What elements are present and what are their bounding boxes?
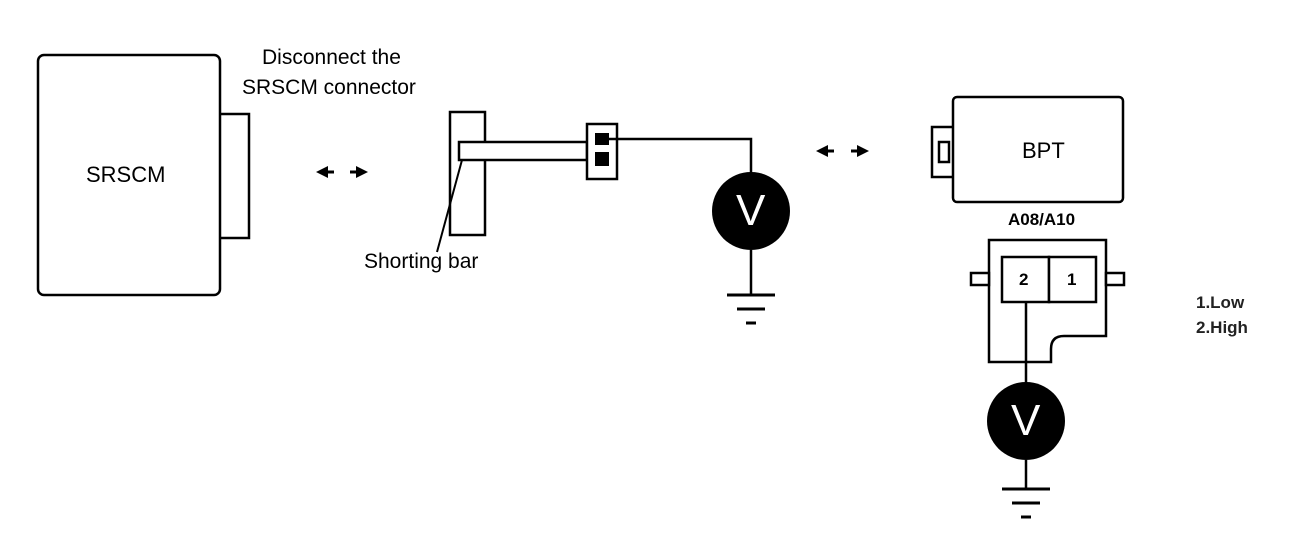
voltmeter-circle-2 [987, 382, 1065, 460]
voltmeter-2-symbol: V [1011, 396, 1041, 445]
shorting-bar [457, 140, 589, 162]
legend-item-high: 2.High [1196, 318, 1248, 337]
srscm-connector-tab [217, 112, 251, 240]
test-lead-pin-upper [595, 133, 609, 145]
legend-item-low: 1.Low [1196, 293, 1245, 312]
connector-pin-1 [1047, 255, 1098, 304]
instruction-line-1: Disconnect the [262, 46, 401, 69]
bpt-connector-slot [937, 140, 951, 164]
connector-latch-left [969, 271, 991, 287]
test-lead-connector [585, 122, 619, 181]
voltmeter-circle [712, 172, 790, 250]
shorting-bar-label: Shorting bar [364, 250, 479, 273]
test-lead-pin-lower [595, 152, 609, 166]
ground-symbol-2 [1002, 487, 1050, 519]
pin-1-label: 1 [1067, 270, 1077, 289]
bpt-module [951, 95, 1125, 204]
voltmeter-symbol: V [736, 186, 766, 235]
ground-symbol [727, 293, 775, 325]
srscm-module [36, 53, 222, 297]
disconnect-arrows-left [316, 166, 368, 178]
shorting-bar-leader [436, 159, 463, 253]
bpt-label: BPT [1022, 138, 1065, 163]
disconnect-arrows-right [816, 145, 869, 157]
harness-connector [448, 110, 487, 237]
connector-latch-right [1104, 271, 1126, 287]
srscm-label: SRSCM [86, 162, 166, 187]
pin-2-label: 2 [1019, 270, 1029, 289]
instruction-line-2: SRSCM connector [242, 76, 416, 99]
connector-label: A08/A10 [1008, 210, 1076, 229]
test-wire [609, 137, 753, 180]
